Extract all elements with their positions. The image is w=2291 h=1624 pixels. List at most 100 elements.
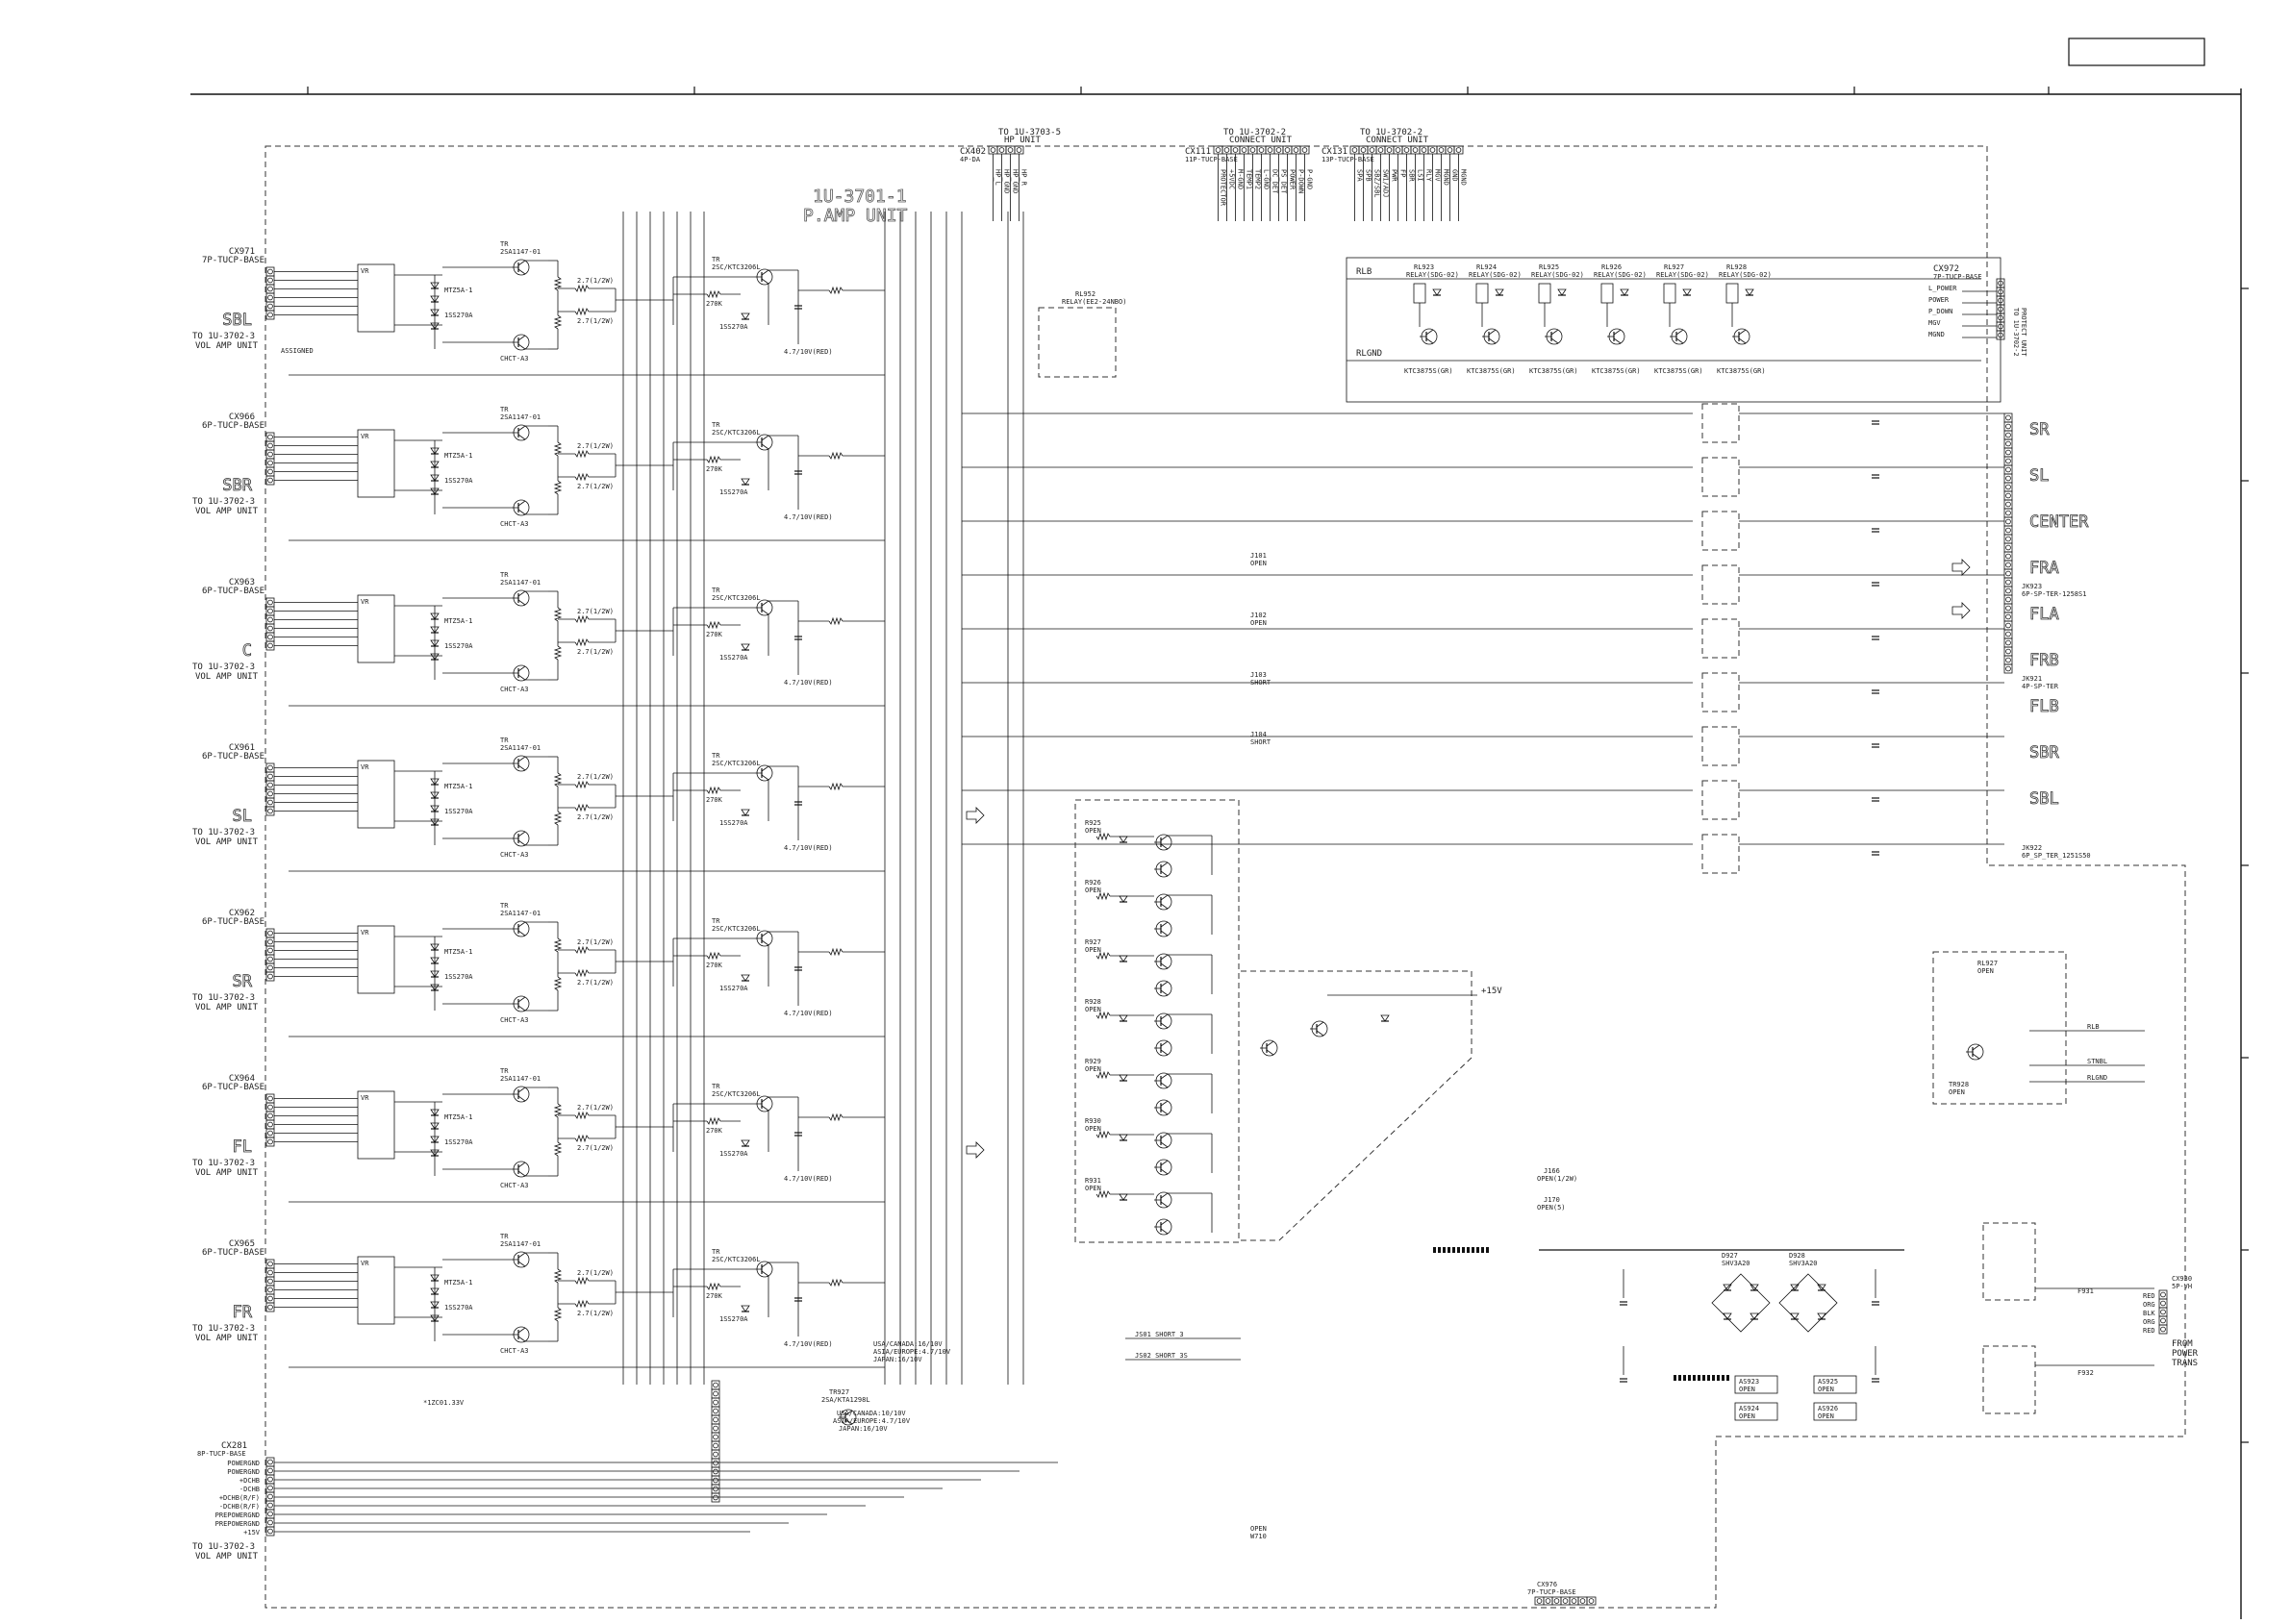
channel-name: SL [233,807,252,826]
pre-driver-transistor [755,930,773,947]
det-res-ref: R930 [1085,1117,1101,1125]
detector-transistor [1154,1072,1172,1089]
diode [1817,1284,1826,1291]
driver-bottom-transistor [512,830,530,847]
power-pin-label: PREPOWERGND [215,1512,260,1519]
zener-label: MTZ5A-1 [444,1113,473,1121]
diode [430,295,440,303]
diode-label: 1SS270A [719,323,748,331]
jumper-short: JS02 SHORT_3S [1135,1352,1188,1360]
relay-coil [1663,283,1676,304]
resistor [553,441,563,457]
bus-lines [622,212,1971,1385]
zener-label: MTZ5A-1 [444,783,473,790]
channel-vr [357,1090,395,1160]
jumper-state: OPEN [1250,560,1267,567]
resistor [574,1134,590,1143]
small-relay-frame [1932,951,2067,1105]
pre-driver-label: 2SC/KTC3206L [712,594,761,602]
diode-label: 1SS270A [444,642,473,650]
top-conn-ref: TO 1U-3702-2 [1360,128,1422,137]
relay-type: RELAY(SDG-02) [1469,271,1522,279]
driver-bottom-label: CHCT-A3 [500,1182,529,1189]
bottom-conn-desc: 7P-TUCP-BASE [1527,1588,1576,1596]
pre-driver-label: 2SC/KTC3206L [712,1090,761,1098]
zener-label: MTZ5A-1 [444,452,473,460]
tr-ref: TR [712,1248,720,1256]
resistor [553,607,563,622]
driver-top-transistor [512,920,530,937]
emitter-res-label: 2.7(1/2W) [577,277,614,285]
relay-driver-transistor [1420,328,1438,345]
bus-dot [1702,1375,1705,1381]
resistor [706,1282,721,1291]
emitter-res-label: 2.7(1/2W) [577,1310,614,1317]
jumper-ref: J104 [1250,731,1267,738]
bottom-connector [1534,1596,1597,1606]
pre-driver-label: 2SC/KTC3206L [712,429,761,437]
diode [430,447,440,455]
diode [1557,288,1567,296]
wire-color: ORG [2143,1318,2155,1326]
as-state: OPEN [1818,1386,1834,1393]
speaker-terminal-strip [2003,412,2013,674]
jumper-short: JS01 SHORT_3 [1135,1331,1184,1338]
resistor [553,480,563,495]
channel-dest: TO 1U-3702-3 [192,332,255,341]
resistor [828,1278,843,1287]
as-box [1734,1375,1778,1394]
diode [430,487,440,495]
top-conn-pin-label: M-GND [1237,169,1245,189]
channel-conn-desc: 6P-TUCP-BASE [202,752,264,762]
reg-note: JAPAN:16/10V [839,1425,888,1433]
output-label: SL [2029,466,2049,486]
diode-label: 1SS270A [719,654,748,662]
protect-connector: CX9727P-TUCP-BASEL_POWERPOWERP_DOWNMGVMG… [1928,264,2027,357]
reg-note: ASIA/EUROPE:4.7/10V [833,1417,911,1425]
resistor [828,451,843,461]
emitter-res-label: 2.7(1/2W) [577,813,614,821]
power-pin-label: +15V [243,1529,261,1537]
relay-ref: RL923 [1414,263,1434,271]
driver-bottom-transistor [512,1161,530,1178]
det-open: OPEN [1085,827,1101,835]
top-conn-pin-label: PWR [1391,169,1398,182]
protect-pin-label: POWER [1928,296,1950,304]
detector-frame [1074,799,1240,1243]
diode [741,478,750,486]
det-open: OPEN [1085,1185,1101,1192]
bias-res-label: 270K [706,1127,723,1135]
detector-transistor [1154,920,1172,937]
diode [430,474,440,482]
resistor [828,947,843,957]
diode [1790,1284,1800,1291]
driver-top-transistor [512,755,530,772]
top-conn-desc: 4P-DA [960,156,981,163]
channel-dest-unit: VOL AMP UNIT [195,1168,259,1178]
detector-transistor [1154,1132,1172,1149]
relay-coil [1475,283,1489,304]
protect-pin-label: MGND [1928,331,1945,338]
channel-dest-unit: VOL AMP UNIT [195,1334,259,1343]
tr-ref: TR [500,571,509,579]
small-relay-pin: RLGND [2087,1074,2107,1082]
top-conn-pin-label: MGV [1434,169,1442,182]
top-conn-pin-label: POWER [1289,169,1297,190]
driver-bottom-label: CHCT-A3 [500,851,529,859]
bus-dot [1433,1247,1436,1253]
bus-dot [1443,1247,1446,1253]
relay-coil [1725,283,1739,304]
diode [430,943,440,951]
power-pin-label: -DCHB [239,1486,260,1493]
driver-top-transistor [512,259,530,276]
output-label: FRB [2029,651,2059,670]
tr-ref: TR [712,256,720,263]
bridge-ref: D928 [1789,1252,1805,1260]
protect-connector-pins [1996,278,2005,340]
